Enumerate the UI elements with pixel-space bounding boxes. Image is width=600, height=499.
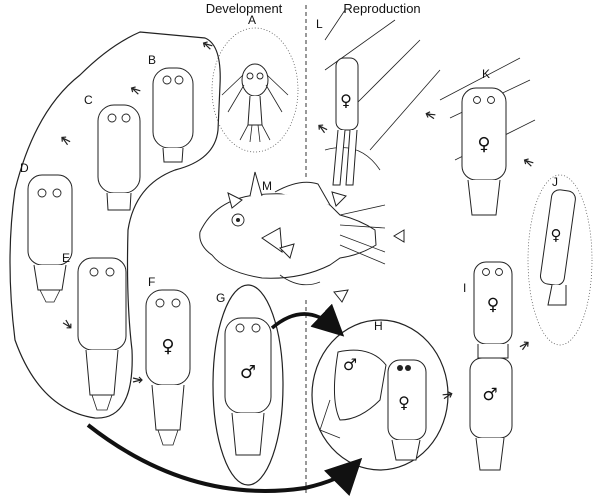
label-l: L xyxy=(316,17,323,31)
stage-g-male-symbol: ♂ xyxy=(240,362,256,383)
stage-l xyxy=(324,9,441,186)
stage-h-female-symbol: ♀ xyxy=(398,393,410,412)
stage-k xyxy=(439,57,536,216)
arrow-f-to-h xyxy=(86,423,363,496)
label-b: B xyxy=(148,53,156,67)
stage-a-outline xyxy=(211,27,299,153)
stage-k-female-symbol: ♀ xyxy=(477,134,490,155)
stage-f xyxy=(145,289,191,446)
stage-l-female-symbol: ♀ xyxy=(340,91,352,110)
label-h: H xyxy=(374,319,383,333)
label-j: J xyxy=(552,175,558,189)
stage-h xyxy=(311,319,449,471)
label-i: I xyxy=(463,281,466,295)
arrow-k-to-l xyxy=(424,110,437,121)
arrow-c-to-d xyxy=(59,134,72,147)
stage-a xyxy=(211,27,299,153)
stage-d xyxy=(27,174,73,303)
stage-i xyxy=(469,261,513,471)
label-c: C xyxy=(84,93,93,107)
arrow-e-to-f xyxy=(132,376,143,384)
development-title: Development xyxy=(206,1,283,16)
label-a: A xyxy=(248,13,256,27)
reproduction-title: Reproduction xyxy=(343,1,420,16)
label-e: E xyxy=(62,251,70,265)
fish-feature-pointers xyxy=(227,191,405,303)
stage-e xyxy=(77,257,127,411)
stage-m-fish xyxy=(199,171,386,286)
stage-c xyxy=(97,104,141,211)
label-k: K xyxy=(482,67,490,81)
arrow-j-to-k xyxy=(522,156,535,168)
arrow-i-to-j xyxy=(518,339,531,352)
label-f: F xyxy=(148,275,155,289)
label-m: M xyxy=(262,179,272,193)
label-d: D xyxy=(20,161,29,175)
stage-f-female-symbol: ♀ xyxy=(161,336,174,357)
stage-j xyxy=(527,174,593,346)
stage-g-outline xyxy=(212,284,284,486)
arrow-g-to-h xyxy=(270,303,345,337)
stage-i-male-symbol: ♂ xyxy=(482,385,497,405)
label-g: G xyxy=(216,291,225,305)
stage-g xyxy=(212,284,284,486)
arrow-l-marker xyxy=(316,122,329,135)
stage-j-outline xyxy=(527,174,593,346)
stage-h-male-symbol: ♂ xyxy=(343,355,357,374)
stage-h-outline xyxy=(311,319,449,471)
stage-i-female-symbol: ♀ xyxy=(487,295,499,315)
stage-b xyxy=(152,67,194,163)
arrow-d-to-e xyxy=(61,318,74,331)
development-stage-enclosure xyxy=(9,31,221,419)
arrow-b-to-c xyxy=(129,84,142,96)
stage-j-female-symbol: ♀ xyxy=(551,226,562,244)
